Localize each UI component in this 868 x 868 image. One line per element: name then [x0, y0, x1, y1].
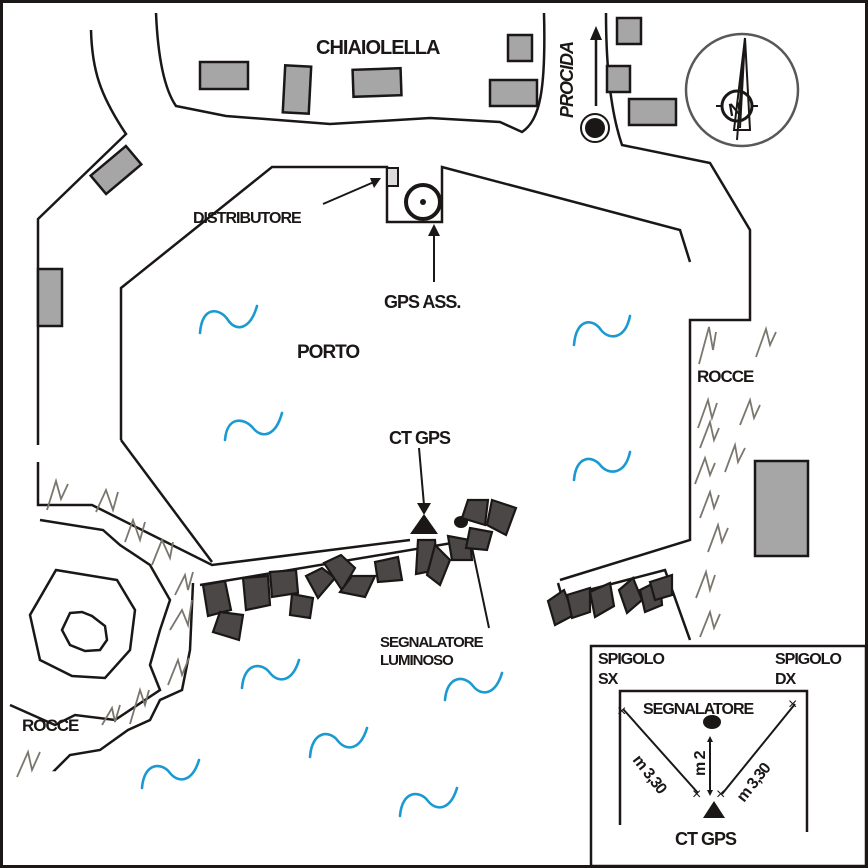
gps-ass-marker[interactable]: [404, 183, 442, 221]
label-distributore: DISTRIBUTORE: [193, 210, 302, 227]
inset-spigolo-sx-1: SPIGOLO: [598, 651, 664, 668]
inset-x-mark-ct-left: ×: [692, 786, 701, 803]
buildings: [36, 16, 810, 558]
inset-segnalatore-marker: [703, 715, 721, 729]
building: [198, 60, 250, 91]
inset-dist-center: m 2: [692, 750, 709, 776]
inset-x-mark-dx: ×: [788, 696, 797, 713]
building: [488, 78, 539, 108]
inset-frame: [589, 644, 868, 868]
label-rocce-right: ROCCE: [697, 367, 754, 386]
building: [36, 267, 64, 328]
compass-rose: N: [684, 32, 800, 148]
label-ct-gps: CT GPS: [389, 428, 451, 448]
building: [605, 64, 632, 94]
building: [281, 64, 313, 115]
building: [627, 97, 678, 127]
building: [506, 33, 534, 63]
procida-marker[interactable]: [580, 113, 610, 143]
label-porto: PORTO: [297, 342, 359, 363]
building: [753, 459, 810, 558]
compass-north-letter: N: [727, 99, 742, 121]
inset-spigolo-dx-1: SPIGOLO: [775, 651, 841, 668]
inset-spigolo-sx-2: SX: [598, 671, 619, 688]
label-procida: PROCIDA: [557, 42, 577, 118]
inset-x-mark-ct-right: ×: [716, 786, 725, 803]
building: [615, 16, 643, 46]
label-rocce-left: ROCCE: [22, 716, 79, 735]
ct-gps-marker[interactable]: [410, 514, 438, 534]
island-contours: [9, 518, 195, 772]
inset-x-mark-sx: ×: [617, 703, 626, 720]
inset-ct-gps-label: CT GPS: [675, 829, 737, 849]
label-segnalatore-luminoso-2: LUMINOSO: [380, 652, 454, 669]
inset-segnalatore-label: SEGNALATORE: [643, 701, 755, 718]
distributore-marker[interactable]: [386, 167, 399, 187]
rock-vegetation-marks: [16, 325, 777, 778]
inset-spigolo-dx-2: DX: [775, 671, 797, 688]
label-chiaiolella: CHIAIOLELLA: [316, 37, 440, 59]
building: [351, 66, 403, 99]
procida-direction-arrow-icon: [590, 26, 602, 106]
water-waves: [140, 304, 632, 818]
building: [88, 144, 144, 196]
label-segnalatore-luminoso-1: SEGNALATORE: [380, 634, 484, 651]
label-gps-ass: GPS ASS.: [384, 292, 460, 312]
breakwater-rocks: [201, 498, 674, 642]
inset-diagram: SPIGOLO SX SPIGOLO DX SEGNALATORE × × × …: [589, 644, 868, 868]
inset-ct-gps-marker: [703, 801, 725, 818]
